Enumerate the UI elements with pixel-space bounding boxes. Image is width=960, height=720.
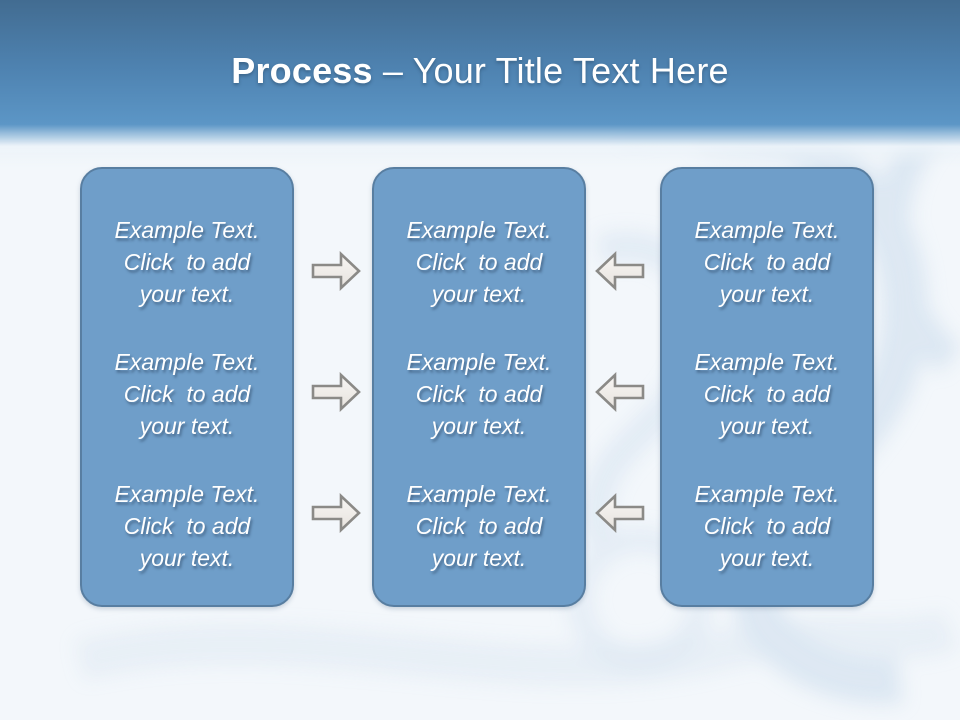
text-placeholder[interactable]: Example Text. Click to add your text. [662,214,872,310]
process-box-middle[interactable]: Example Text. Click to add your text. Ex… [372,167,586,607]
process-box-left[interactable]: Example Text. Click to add your text. Ex… [80,167,294,607]
placeholder-line: your text. [431,545,527,571]
right-arrow-icon [311,251,361,291]
placeholder-line: Example Text. [406,481,552,507]
placeholder-line: Click to add [123,249,251,275]
left-arrow-icon [595,251,645,291]
placeholder-line: your text. [139,413,235,439]
placeholder-line: your text. [139,545,235,571]
placeholder-line: your text. [719,281,815,307]
placeholder-line: Click to add [703,513,831,539]
text-placeholder[interactable]: Example Text. Click to add your text. [82,214,292,310]
placeholder-line: Click to add [703,381,831,407]
placeholder-line: Example Text. [406,349,552,375]
placeholder-line: your text. [431,281,527,307]
placeholder-line: Example Text. [114,349,260,375]
text-placeholder[interactable]: Example Text. Click to add your text. [82,346,292,442]
slide-header: Process– Your Title Text Here [0,0,960,168]
placeholder-line: your text. [139,281,235,307]
placeholder-line: your text. [719,545,815,571]
text-placeholder[interactable]: Example Text. Click to add your text. [374,214,584,310]
placeholder-line: Example Text. [694,217,840,243]
placeholder-line: Click to add [415,381,543,407]
placeholder-line: Example Text. [694,349,840,375]
left-arrow-icon [595,372,645,412]
right-arrow-icon [311,493,361,533]
placeholder-line: Example Text. [694,481,840,507]
placeholder-line: your text. [719,413,815,439]
title-keyword: Process [231,50,373,91]
placeholder-line: Click to add [415,249,543,275]
text-placeholder[interactable]: Example Text. Click to add your text. [662,346,872,442]
placeholder-line: Click to add [415,513,543,539]
placeholder-line: Example Text. [114,217,260,243]
text-placeholder[interactable]: Example Text. Click to add your text. [374,478,584,574]
text-placeholder[interactable]: Example Text. Click to add your text. [662,478,872,574]
title-subtitle: – Your Title Text Here [382,50,729,91]
process-box-right[interactable]: Example Text. Click to add your text. Ex… [660,167,874,607]
text-placeholder[interactable]: Example Text. Click to add your text. [374,346,584,442]
placeholder-line: Example Text. [114,481,260,507]
right-arrow-icon [311,372,361,412]
placeholder-line: your text. [431,413,527,439]
slide-title: Process– Your Title Text Here [0,50,960,92]
placeholder-line: Click to add [123,513,251,539]
text-placeholder[interactable]: Example Text. Click to add your text. [82,478,292,574]
placeholder-line: Click to add [123,381,251,407]
placeholder-line: Click to add [703,249,831,275]
left-arrow-icon [595,493,645,533]
placeholder-line: Example Text. [406,217,552,243]
